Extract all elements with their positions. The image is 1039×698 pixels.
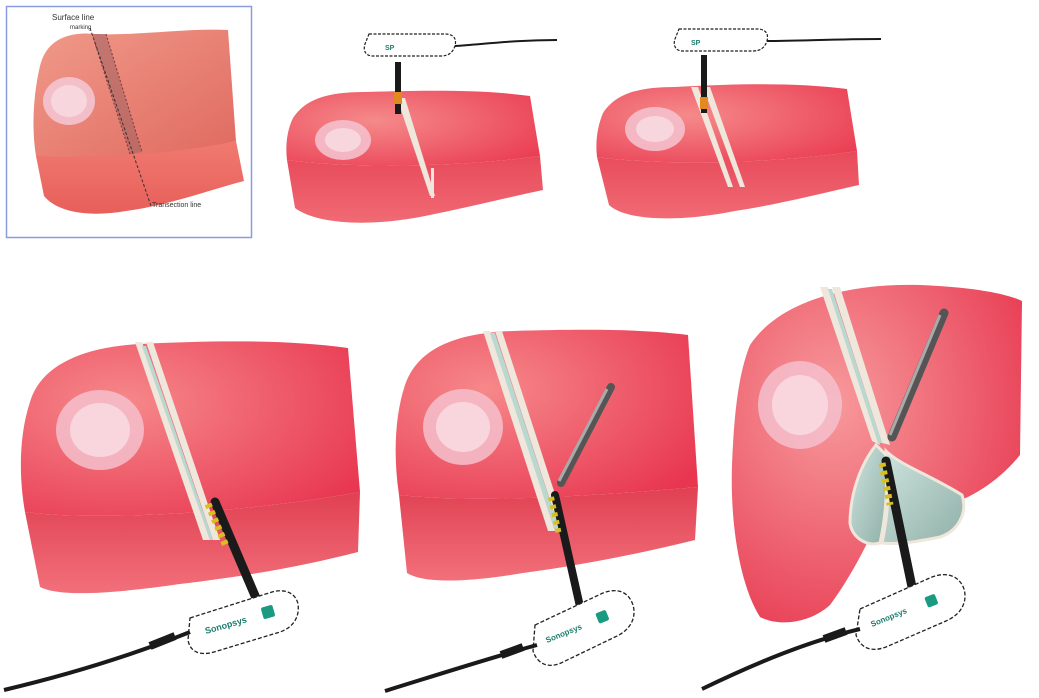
label-surface-line: Surface line — [52, 13, 95, 22]
panel-3-ultrasound-double: SP — [595, 25, 885, 240]
panel-6-svg: Sonopsys — [700, 265, 1039, 698]
device-label: SP — [691, 40, 701, 47]
panel-4-svg: Sonopsys — [0, 322, 370, 698]
label-transection-line: Transection line — [152, 202, 201, 209]
probe-shaft — [395, 62, 401, 114]
panel-2-svg: SP — [285, 28, 565, 238]
label-marking: marking — [70, 25, 91, 31]
device-cable — [767, 39, 881, 41]
panel-5-probe-dissection: Sonopsys — [383, 325, 703, 698]
panel-2-ultrasound-single: SP — [285, 28, 565, 238]
panel-5-svg: Sonopsys — [383, 325, 703, 698]
ultrasound-device — [533, 591, 634, 666]
panel-6-parenchymal-split: Sonopsys — [700, 265, 1039, 698]
panel-1-surface-marking: Surface line marking Transection line — [6, 6, 252, 238]
panel-3-svg: SP — [595, 25, 885, 240]
device-cable — [455, 40, 557, 46]
ultrasound-device — [856, 575, 965, 650]
device-label: SP — [385, 45, 395, 52]
probe-tip — [394, 92, 402, 104]
ultrasound-device — [364, 34, 455, 56]
probe-tip — [700, 97, 708, 109]
ultrasound-device — [674, 29, 767, 51]
liver-side — [287, 156, 543, 223]
panel-4-probe-insertion: Sonopsys — [0, 322, 370, 698]
panel-1-svg: Surface line marking Transection line — [6, 6, 252, 238]
